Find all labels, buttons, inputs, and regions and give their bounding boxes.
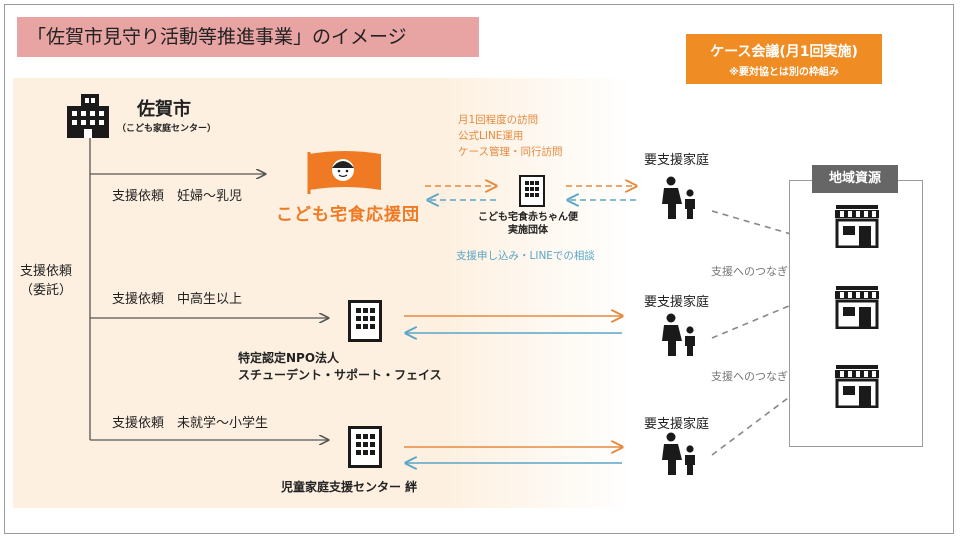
request-3-label: 支援依頼	[112, 416, 165, 431]
note-application: 支援申し込み・LINEでの相談	[456, 250, 595, 262]
org1-line2: 実施団体	[508, 225, 548, 236]
request-2: 支援依頼 中高生以上	[112, 288, 242, 307]
shop-icon-1	[835, 205, 879, 248]
request-3-target: 未就学～小学生	[177, 416, 269, 431]
org2-line2: スチューデント・サポート・フェイス	[238, 368, 442, 382]
page-title: 「佐賀市見守り活動等推進事業」のイメージ	[17, 17, 479, 57]
org1-line1: こども宅食赤ちゃん便	[478, 212, 578, 223]
org2-line1: 特定認定NPO法人	[238, 351, 340, 365]
region-box	[789, 180, 923, 447]
flag-org-name: こども宅食応援団	[276, 205, 420, 225]
side-label-line1: 支援依頼	[20, 264, 73, 279]
org2-building-icon	[348, 300, 382, 342]
note-case: ケース管理・同行訪問	[458, 146, 563, 158]
request-3: 支援依頼 未就学～小学生	[112, 412, 268, 431]
org3-name: 児童家庭支援センター 絆	[281, 480, 418, 494]
case-meeting-note: ※要対協とは別の枠組み	[729, 67, 839, 78]
city-name: 佐賀市	[137, 99, 191, 120]
family-label-1: 要支援家庭	[644, 153, 710, 168]
diagram-frame	[4, 4, 954, 534]
family-icon-3	[662, 432, 695, 475]
family-icon-1	[662, 176, 695, 219]
case-meeting-title: ケース会議(月1回実施)	[710, 44, 858, 60]
shop-icon-3	[835, 365, 879, 408]
org1-building-icon	[519, 175, 545, 207]
request-2-target: 中高生以上	[177, 292, 243, 307]
flag-logo-icon	[307, 151, 381, 194]
region-title: 地域資源	[812, 165, 898, 193]
family-icon-2	[662, 313, 695, 356]
side-label: 支援依頼 （委託）	[20, 262, 72, 300]
org1-name: こども宅食赤ちゃん便 実施団体	[478, 211, 578, 237]
city-building-icon	[67, 94, 109, 138]
family-label-3: 要支援家庭	[644, 417, 710, 432]
note-line: 公式LINE運用	[458, 130, 524, 142]
note-visit: 月1回程度の訪問	[458, 114, 539, 126]
city-subtitle: （こども家庭センター）	[117, 124, 217, 134]
support-notes: 月1回程度の訪問 公式LINE運用 ケース管理・同行訪問	[458, 112, 562, 160]
request-2-label: 支援依頼	[112, 292, 165, 307]
link-arrow-1	[711, 210, 808, 239]
link-label-2: 支援へのつなぎ	[711, 370, 788, 383]
shop-icon-2	[835, 286, 879, 329]
org2-name: 特定認定NPO法人 スチューデント・サポート・フェイス	[238, 350, 442, 384]
city-area-fade	[443, 78, 633, 508]
case-meeting-box: ケース会議(月1回実施) ※要対協とは別の枠組み	[686, 34, 882, 84]
side-label-line2: （委託）	[20, 283, 73, 298]
link-label-1: 支援へのつなぎ	[711, 265, 788, 278]
request-1-target: 妊婦～乳児	[177, 189, 243, 204]
request-1: 支援依頼 妊婦～乳児	[112, 185, 242, 204]
org3-building-icon	[348, 426, 382, 468]
family-label-2: 要支援家庭	[644, 295, 710, 310]
request-1-label: 支援依頼	[112, 189, 165, 204]
